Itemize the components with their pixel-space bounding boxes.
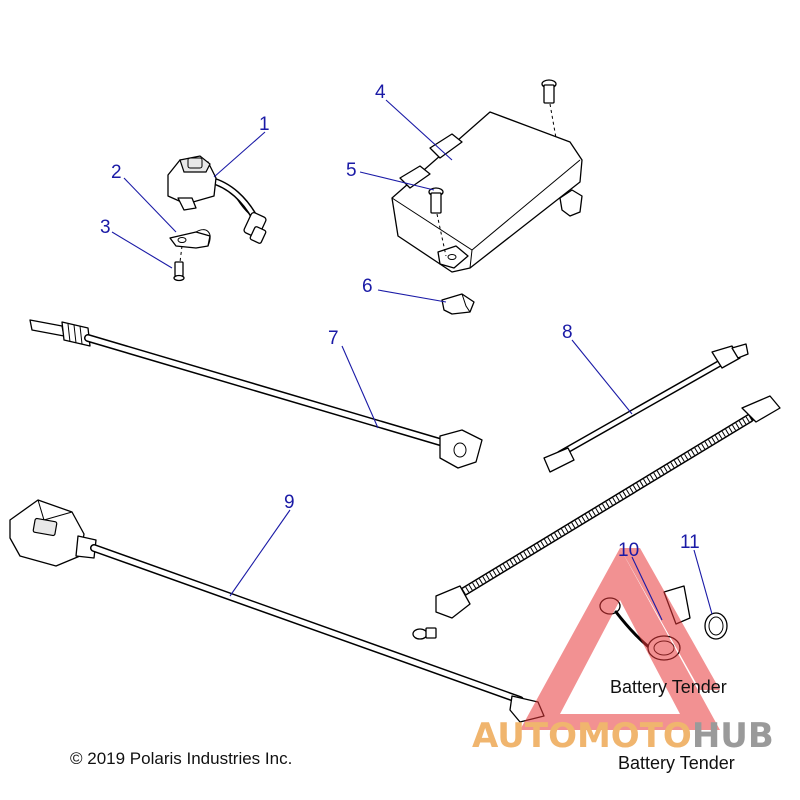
part-11-o-ring [704, 612, 728, 640]
watermark-triangle [520, 548, 720, 730]
leader-lines [111, 99, 713, 621]
callout-4: 4 [375, 82, 386, 103]
part-1-switch [167, 155, 267, 244]
callout-2: 2 [111, 162, 122, 183]
part-3-screw [173, 245, 185, 282]
callout-3: 3 [100, 217, 111, 238]
callout-5: 5 [346, 160, 357, 181]
braided-harness [412, 395, 781, 640]
part-8-sensor-cable [543, 343, 749, 473]
part-6-clip [441, 293, 475, 315]
watermark-brand-part-1: AUTOMOTO [472, 716, 692, 756]
callout-8: 8 [562, 322, 573, 343]
part-4-module [391, 111, 583, 273]
part-2-bracket [169, 229, 211, 249]
watermark-brand-part-2: HUB [691, 716, 774, 756]
watermark-label-bottom: Battery Tender [618, 753, 735, 773]
copyright-text: © 2019 Polaris Industries Inc. [70, 749, 293, 768]
callout-7: 7 [328, 328, 339, 349]
callout-11: 11 [680, 532, 700, 553]
module-top-bolt [541, 79, 557, 139]
callout-6: 6 [362, 276, 373, 297]
callout-1: 1 [259, 114, 270, 135]
callout-10: 10 [618, 540, 639, 561]
callout-9: 9 [284, 492, 295, 513]
part-7-sensor-cable [29, 319, 483, 469]
part-9-throttle-cable [9, 499, 545, 723]
watermark-brand: AUTOMOTOHUB [472, 716, 774, 756]
watermark-label-top: Battery Tender [610, 677, 727, 697]
callout-numbers: 1 2 3 4 5 6 7 8 9 10 11 [100, 82, 700, 561]
